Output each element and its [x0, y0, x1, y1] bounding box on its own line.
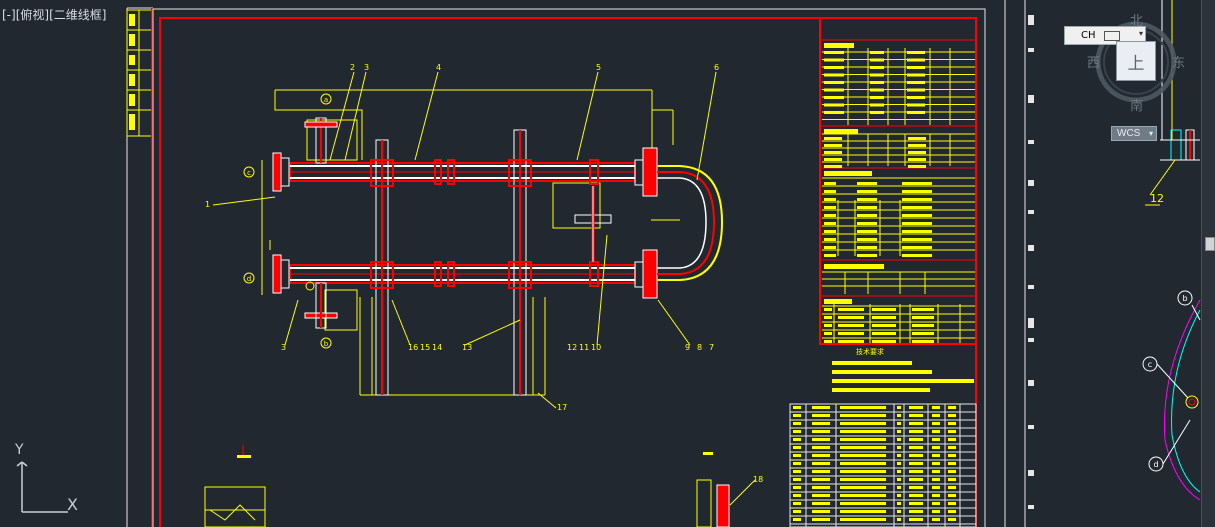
wcs-menu[interactable]: WCS ▾: [1111, 126, 1157, 141]
wcs-label: WCS: [1117, 128, 1141, 139]
svg-text:d: d: [1153, 460, 1158, 469]
viewcube-east[interactable]: 东: [1172, 56, 1186, 71]
part-number-label: 6: [714, 63, 719, 72]
title-block-left: [126, 7, 153, 527]
nozzle-marker-b: [320, 337, 332, 349]
ucs-icon: [16, 461, 68, 513]
side-view-partial: 12 b c d: [1004, 0, 1201, 527]
svg-text:b: b: [324, 340, 329, 348]
viewport-controls-menu[interactable]: [-]: [2, 8, 16, 22]
svg-text:a: a: [324, 96, 328, 104]
part-number-label: 2: [350, 63, 355, 72]
viewcube-top-face[interactable]: 上: [1116, 41, 1156, 81]
part-number-label: 15: [420, 343, 430, 352]
ime-indicator[interactable]: CH ▾: [1064, 26, 1146, 45]
svg-text:c: c: [1148, 360, 1152, 369]
spec-tables: [819, 17, 977, 345]
parts-list: [789, 403, 977, 527]
svg-text:12: 12: [1150, 192, 1164, 205]
nozzle-marker-c: [243, 166, 255, 178]
part-number-label: 1: [205, 200, 210, 209]
part-number-label: 4: [436, 63, 441, 72]
caret-down-icon: ▾: [1148, 129, 1153, 138]
part-number-label: 7: [709, 343, 714, 352]
svg-text:18: 18: [753, 475, 763, 484]
part-number-label: 16: [408, 343, 418, 352]
part-number-label: 17: [557, 403, 567, 412]
tech-requirements: 技术要求: [832, 347, 974, 392]
svg-text:d: d: [247, 275, 251, 283]
part-number-label: 12: [567, 343, 577, 352]
part-number-label: 14: [432, 343, 442, 352]
keyboard-icon: [1103, 30, 1120, 41]
caret-down-icon: ▾: [1138, 29, 1143, 38]
svg-text:c: c: [247, 169, 251, 177]
ime-language: CH: [1081, 30, 1096, 41]
part-number-label: 10: [591, 343, 601, 352]
viewcube-south[interactable]: 南: [1130, 99, 1144, 114]
part-number-label: 3: [364, 63, 369, 72]
view-direction-menu[interactable]: [俯视]: [15, 8, 50, 22]
part-number-label: 5: [596, 63, 601, 72]
svg-text:b: b: [1182, 294, 1187, 303]
part-number-label: 11: [579, 343, 589, 352]
part-number-label: 8: [697, 343, 702, 352]
viewcube-north[interactable]: 北: [1130, 14, 1144, 29]
visual-style-menu[interactable]: [二维线框]: [49, 8, 107, 22]
table-grid: [822, 43, 975, 343]
part-number-label: 3: [281, 343, 286, 352]
section-header-notes: 技术要求: [856, 347, 884, 356]
ucs-y-label: Y: [15, 442, 24, 458]
ucs-x-label: X: [67, 495, 78, 514]
part-number-label: 13: [462, 343, 472, 352]
vertical-scrollbar[interactable]: [1201, 0, 1215, 527]
part-number-label: 9: [685, 343, 690, 352]
detail-views: 18: [204, 445, 763, 527]
nozzle-marker-d: [243, 272, 255, 284]
viewport-label[interactable]: [-][俯视][二维线框]: [2, 6, 106, 23]
nozzle-marker-a: [320, 93, 332, 105]
scrollbar-thumb[interactable]: [1205, 237, 1215, 251]
viewcube-west[interactable]: 西: [1087, 56, 1101, 71]
